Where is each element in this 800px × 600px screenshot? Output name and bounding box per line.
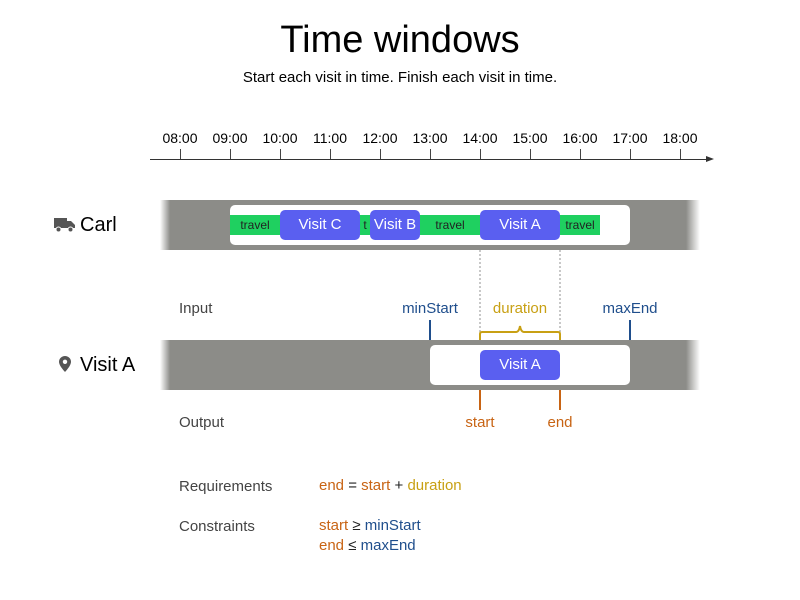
truck-icon [54, 217, 76, 233]
constraint-max-end-value: maxEnd [360, 537, 416, 554]
tick-label-1400: 14:00 [462, 130, 498, 146]
tick-label-0800: 08:00 [162, 130, 198, 146]
duration-label: duration [492, 300, 548, 317]
tick-label-1600: 16:00 [562, 130, 598, 146]
constraint-start: start [319, 517, 349, 534]
axis-tick [530, 149, 531, 160]
tick-label-1100: 11:00 [313, 130, 347, 146]
constraint-end: end [319, 537, 345, 554]
travel-segment: travel [230, 215, 280, 235]
visit-a-row-label: Visit A [80, 354, 136, 376]
min-start-label: minStart [402, 300, 458, 317]
axis-tick [380, 149, 381, 160]
axis-tick [630, 149, 631, 160]
tick-label-0900: 09:00 [212, 130, 248, 146]
end-marker [559, 390, 561, 410]
axis-tick [180, 149, 181, 160]
tick-label-1200: 12:00 [362, 130, 398, 146]
axis-tick [280, 149, 281, 160]
visit-a-block: Visit A [480, 350, 560, 380]
axis-tick [430, 149, 431, 160]
tick-label-1800: 18:00 [662, 130, 698, 146]
formula-duration: duration [407, 477, 462, 494]
tick-label-1300: 13:00 [412, 130, 448, 146]
constraint-max-end: end ≤ maxEnd [319, 536, 416, 556]
diagram-subtitle: Start each visit in time. Finish each vi… [242, 69, 558, 86]
formula-start: start [361, 477, 391, 494]
min-start-marker [429, 320, 431, 340]
travel-segment: travel [420, 215, 480, 235]
constraint-min-start-value: minStart [364, 517, 421, 534]
formula-operator: + [390, 477, 408, 494]
axis-tick [330, 149, 331, 160]
tick-label-1000: 10:00 [262, 130, 298, 146]
axis-arrowhead [706, 156, 714, 162]
axis-tick [230, 149, 231, 160]
constraint-min-start: start ≥ minStart [319, 516, 421, 536]
start-label: start [465, 414, 495, 431]
carl-label: Carl [80, 214, 117, 236]
formula-operator: = [344, 477, 362, 494]
input-label: Input [179, 300, 213, 317]
axis-tick [480, 149, 481, 160]
constraint-operator: ≥ [348, 517, 365, 534]
start-marker [479, 390, 481, 410]
requirements-label: Requirements [179, 478, 273, 495]
tick-label-1700: 17:00 [612, 130, 648, 146]
max-end-marker [629, 320, 631, 340]
end-label: end [547, 414, 573, 431]
max-end-label: maxEnd [602, 300, 658, 317]
constraint-operator: ≤ [344, 537, 361, 554]
visit-b-block: Visit B [370, 210, 420, 240]
map-pin-icon [59, 356, 71, 372]
guide-line-start [479, 245, 481, 340]
tick-label-1500: 15:00 [512, 130, 548, 146]
visit-c-block: Visit C [280, 210, 360, 240]
visit-a-block: Visit A [480, 210, 560, 240]
axis-tick [580, 149, 581, 160]
requirements-formula: end = start + duration [319, 476, 462, 496]
travel-segment: travel [560, 215, 600, 235]
duration-brace [479, 325, 561, 340]
constraints-label: Constraints [179, 518, 255, 535]
diagram-title: Time windows [280, 19, 520, 61]
travel-segment: t [360, 215, 370, 235]
guide-line-end [559, 245, 561, 340]
axis-line [150, 159, 706, 160]
axis-tick [680, 149, 681, 160]
formula-end: end [319, 477, 345, 494]
output-label: Output [179, 414, 225, 431]
